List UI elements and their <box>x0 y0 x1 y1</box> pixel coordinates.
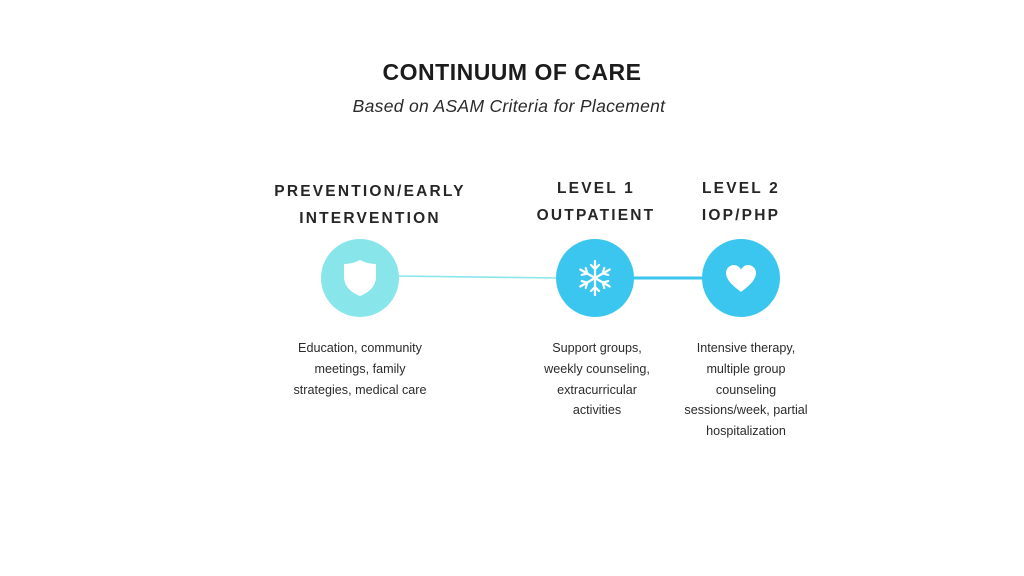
stage-node-level1 <box>556 239 634 317</box>
stage-node-prevention <box>321 239 399 317</box>
stage-heading-level1: LEVEL 1 OUTPATIENT <box>506 175 686 229</box>
description-line: counseling <box>715 382 777 397</box>
description-line: activities <box>572 403 622 418</box>
description-line: Education, community <box>298 341 422 355</box>
stage-heading-line: INTERVENTION <box>299 210 441 227</box>
stage-heading-line: OUTPATIENT <box>536 207 656 224</box>
connector-prevention-level1 <box>396 275 559 279</box>
stage-heading-level2: LEVEL 2 IOP/PHP <box>661 175 821 229</box>
description-line: Support groups, <box>552 341 642 355</box>
stage-heading-line: LEVEL 1 <box>557 180 635 197</box>
page-title: CONTINUUM OF CARE <box>382 59 642 85</box>
stage-description-level2: Intensive therapy, multiple group counse… <box>661 338 831 442</box>
stage-heading-prevention: PREVENTION/EARLY INTERVENTION <box>250 178 490 232</box>
description-line: sessions/week, partial <box>684 403 808 418</box>
page-subtitle: Based on ASAM Criteria for Placement <box>352 96 666 116</box>
stage-heading-line: LEVEL 2 <box>702 180 780 197</box>
stage-heading-line: PREVENTION/EARLY <box>274 183 466 200</box>
shield-icon <box>344 260 376 296</box>
description-line: hospitalization <box>706 424 786 439</box>
stage-node-level2 <box>702 239 780 317</box>
stage-description-prevention: Education, community meetings, family st… <box>260 338 460 400</box>
stage-description-level1: Support groups, weekly counseling, extra… <box>517 338 677 421</box>
description-line: strategies, medical care <box>293 382 427 397</box>
description-line: multiple group <box>706 361 786 376</box>
description-line: weekly counseling, <box>544 361 650 376</box>
description-line: Intensive therapy, <box>696 341 796 355</box>
snowflake-icon <box>579 259 611 297</box>
description-line: extracurricular <box>557 382 637 397</box>
heart-icon <box>726 265 756 292</box>
stage-heading-line: IOP/PHP <box>701 207 781 224</box>
description-line: meetings, family <box>314 361 406 376</box>
